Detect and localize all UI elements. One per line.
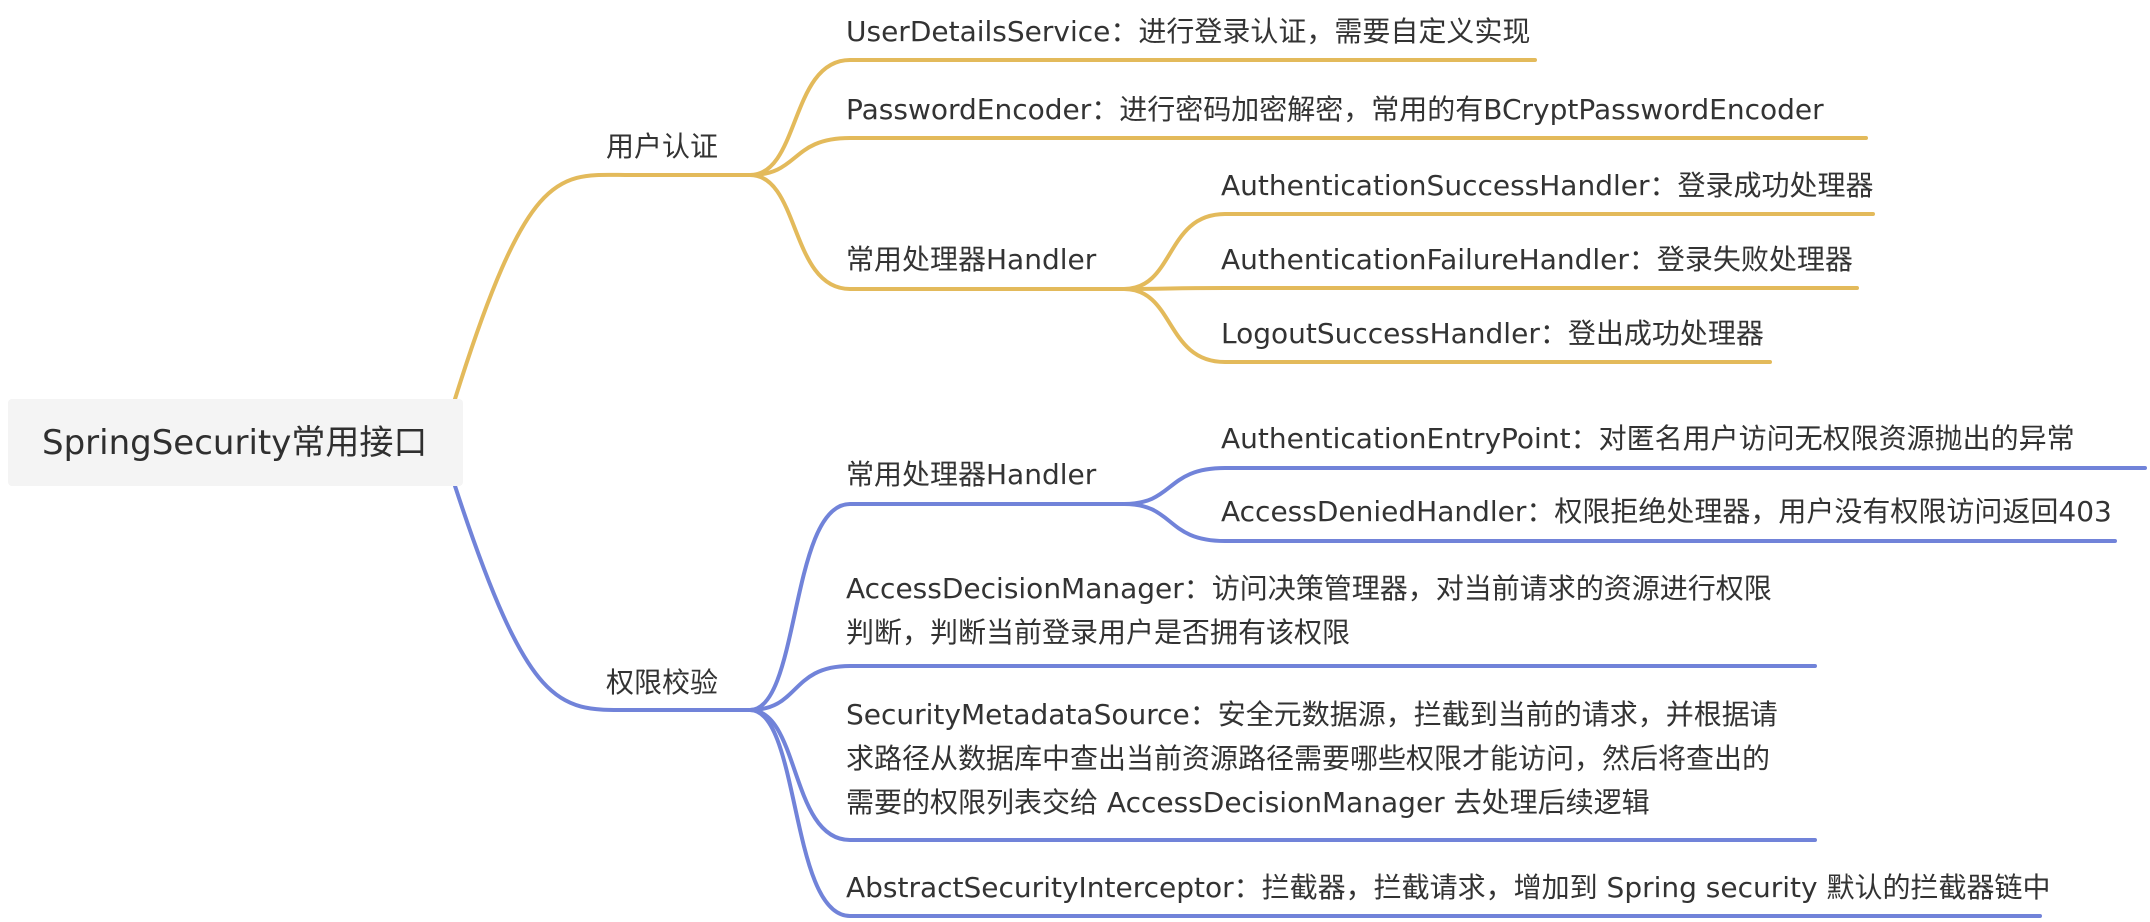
- connector-handler-logout: [1122, 287, 1772, 364]
- connector-handler-denied: [1122, 502, 2117, 543]
- node-access-decision-manager[interactable]: AccessDecisionManager：访问决策管理器，对当前请求的资源进行…: [846, 572, 1772, 649]
- root-node[interactable]: [8, 399, 463, 486]
- connector-handler-entrypoint: [1122, 466, 2147, 506]
- connector-perm-interceptor: [748, 708, 2042, 918]
- node-password-encoder[interactable]: PasswordEncoder：进行密码加密解密，常用的有BCryptPassw…: [846, 93, 1824, 126]
- node-authentication-failure-handler[interactable]: AuthenticationFailureHandler：登录失败处理器: [1221, 243, 1853, 276]
- node-auth-handler-group[interactable]: 常用处理器Handler: [846, 243, 1097, 276]
- node-authentication-entry-point[interactable]: AuthenticationEntryPoint：对匿名用户访问无权限资源抛出的…: [1221, 422, 2075, 455]
- node-user-details-service[interactable]: UserDetailsService：进行登录认证，需要自定义实现: [846, 15, 1531, 48]
- connector-perm-handlers: [748, 502, 1126, 712]
- node-logout-success-handler[interactable]: LogoutSuccessHandler：登出成功处理器: [1221, 317, 1764, 350]
- node-abstract-security-interceptor[interactable]: AbstractSecurityInterceptor：拦截器，拦截请求，增加到…: [846, 871, 2051, 904]
- connector-handler-failure: [1122, 286, 1859, 291]
- connector-perm-decision: [748, 664, 1817, 712]
- node-perm-handler-group[interactable]: 常用处理器Handler: [846, 458, 1097, 491]
- branch-permission-check[interactable]: 权限校验: [606, 666, 719, 699]
- node-security-metadata-source[interactable]: SecurityMetadataSource：安全元数据源，拦截到当前的请求，并…: [846, 698, 1778, 819]
- connector-auth-userdetails: [748, 58, 1537, 177]
- connector-root-auth: [453, 172, 752, 401]
- branch-user-auth[interactable]: 用户认证: [606, 130, 719, 163]
- connector-auth-handlers: [748, 173, 1126, 291]
- root-node-label: SpringSecurity常用接口: [42, 423, 428, 463]
- node-access-denied-handler[interactable]: AccessDeniedHandler：权限拒绝处理器，用户没有权限访问返回40…: [1221, 495, 2112, 528]
- connector-perm-metadata: [748, 708, 1817, 842]
- connector-handler-success: [1122, 212, 1875, 291]
- connector-auth-password: [748, 136, 1868, 177]
- connector-root-perm: [453, 484, 752, 713]
- node-authentication-success-handler[interactable]: AuthenticationSuccessHandler：登录成功处理器: [1221, 169, 1874, 202]
